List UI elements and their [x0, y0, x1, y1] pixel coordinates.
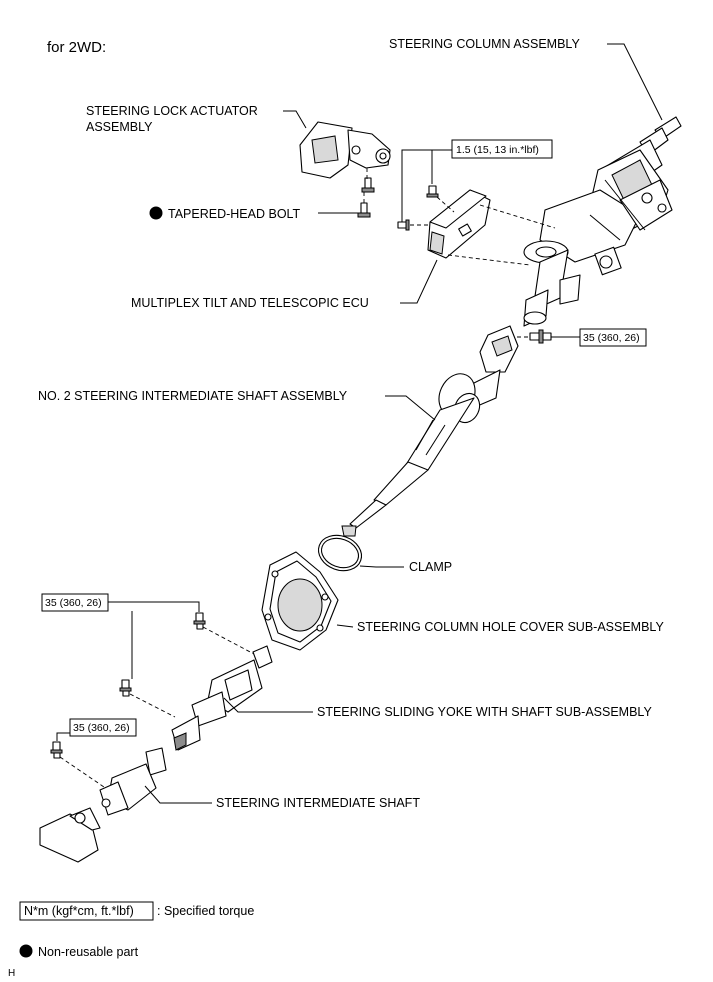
torque-ecu-bolts: 1.5 (15, 13 in.*lbf) — [456, 144, 539, 156]
intermediate-shaft-drawing — [39, 747, 167, 863]
sliding-yoke-bolt-lower — [119, 679, 132, 697]
legend-non-reusable-marker — [19, 944, 33, 958]
label-column-hole-cover: STEERING COLUMN HOLE COVER SUB-ASSEMBLY — [357, 620, 664, 634]
steering-column-assembly-drawing — [523, 116, 682, 327]
label-sliding-yoke: STEERING SLIDING YOKE WITH SHAFT SUB-ASS… — [317, 705, 652, 719]
label-no2-intermediate-shaft: NO. 2 STEERING INTERMEDIATE SHAFT ASSEMB… — [38, 389, 348, 403]
sliding-yoke-bolt-upper — [193, 612, 206, 630]
legend-torque-box — [19, 901, 154, 921]
steering-lock-actuator-drawing — [299, 121, 391, 218]
torque-sliding-yoke-bolts: 35 (360, 26) — [45, 597, 102, 609]
torque-column-yoke-bolt: 35 (360, 26) — [583, 332, 640, 344]
torque-box-column-yoke — [579, 328, 647, 347]
legend-torque-desc: : Specified torque — [157, 904, 254, 918]
clamp-drawing — [317, 534, 363, 572]
torque-box-intermediate-shaft — [69, 718, 137, 737]
intermediate-shaft-bolt — [50, 741, 63, 759]
torque-box-sliding-yoke — [41, 593, 109, 612]
torque-box-ecu — [451, 139, 553, 159]
tapered-head-bolt-upper — [361, 177, 375, 193]
legend-torque-unit: N*m (kgf*cm, ft.*lbf) — [24, 904, 134, 918]
label-steering-lock-actuator-line1: STEERING LOCK ACTUATOR — [86, 104, 258, 118]
legend-non-reusable: Non-reusable part — [38, 945, 139, 959]
tapered-head-bolt-lower — [357, 202, 371, 218]
label-steering-column-assembly: STEERING COLUMN ASSEMBLY — [389, 37, 580, 51]
label-tapered-head-bolt: TAPERED-HEAD BOLT — [168, 207, 301, 221]
label-clamp: CLAMP — [409, 560, 452, 574]
label-steering-lock-actuator-line2: ASSEMBLY — [86, 120, 153, 134]
ecu-bolt-lower — [397, 219, 410, 231]
variant-heading: for 2WD: — [47, 39, 106, 56]
non-reusable-marker-bolt — [149, 206, 163, 220]
ecu-bolt-upper — [426, 185, 439, 198]
sliding-yoke-drawing — [171, 645, 273, 751]
column-yoke-bolt — [529, 329, 552, 344]
figure-code: H — [8, 968, 15, 979]
no2-intermediate-shaft-drawing — [341, 325, 519, 537]
multiplex-ecu-drawing — [397, 185, 491, 259]
column-hole-cover-drawing — [261, 551, 339, 651]
label-intermediate-shaft: STEERING INTERMEDIATE SHAFT — [216, 796, 420, 810]
torque-intermediate-shaft-bolt: 35 (360, 26) — [73, 722, 130, 734]
label-multiplex-ecu: MULTIPLEX TILT AND TELESCOPIC ECU — [131, 296, 369, 310]
